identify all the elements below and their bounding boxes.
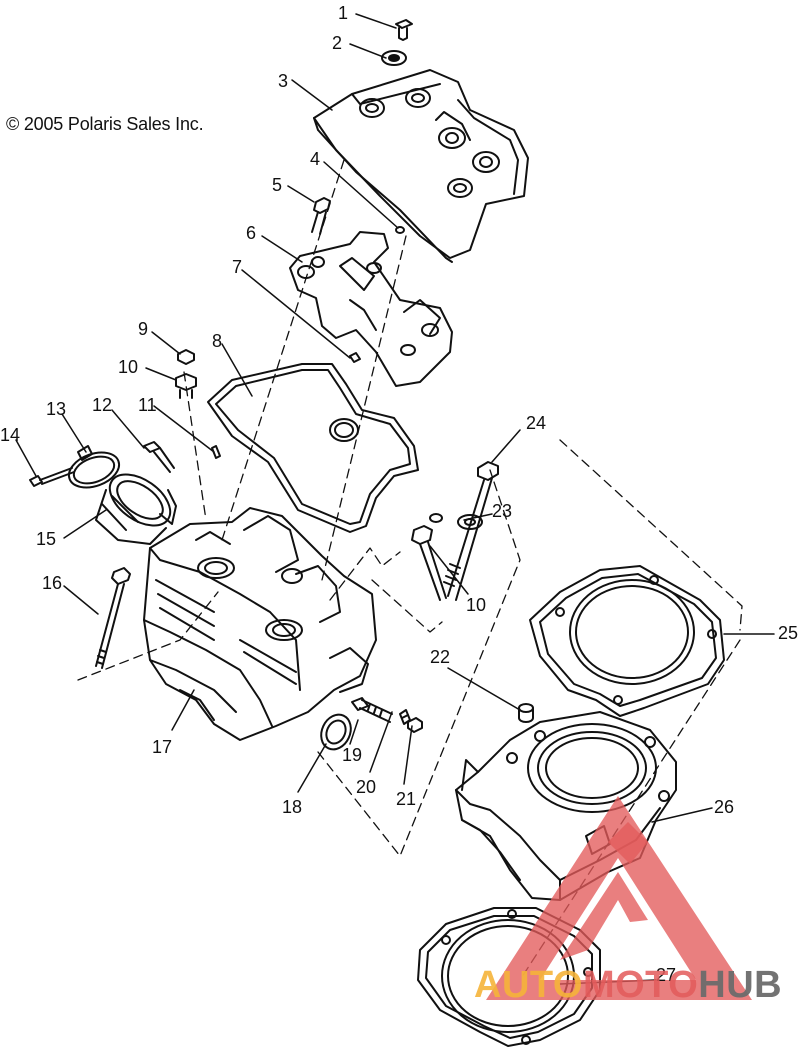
- part-27-gasket: [417, 907, 601, 1047]
- part-7-pin: [349, 352, 361, 363]
- part-10-stud: [175, 373, 197, 399]
- leader-lines: [15, 13, 775, 985]
- copyright-notice: © 2005 Polaris Sales Inc.: [6, 114, 204, 134]
- part-14-bolt: [29, 467, 75, 487]
- callout-10-b: 10: [466, 595, 487, 615]
- part-21-nut: [407, 717, 423, 733]
- callout-7: 7: [232, 257, 243, 277]
- callout-17: 17: [152, 737, 173, 757]
- part-1-screw: [395, 19, 413, 41]
- part-9-nut: [177, 349, 195, 365]
- callout-19: 19: [342, 745, 363, 765]
- callout-18: 18: [282, 797, 303, 817]
- part-8-gasket: [207, 363, 419, 533]
- callout-23: 23: [492, 501, 513, 521]
- callout-11: 11: [138, 395, 157, 415]
- part-24-stud: [443, 461, 499, 601]
- callout-25: 25: [778, 623, 799, 643]
- watermark-wordmark: AUTOMOTOHUB: [474, 966, 782, 1004]
- part-25-gasket: [529, 565, 725, 717]
- callout-24: 24: [526, 413, 547, 433]
- part-5-bolt: [311, 197, 331, 235]
- callout-9: 9: [138, 319, 149, 339]
- callout-22: 22: [430, 647, 451, 667]
- part-17-cylinder-head: [143, 507, 377, 741]
- watermark-part-auto: AUTO: [474, 964, 583, 1006]
- part-6-cam-holder: [289, 231, 453, 387]
- part-18-o-ring: [320, 713, 352, 751]
- watermark-logo: [486, 796, 752, 1000]
- callout-15: 15: [36, 529, 57, 549]
- callout-8: 8: [212, 331, 223, 351]
- callout-16: 16: [42, 573, 63, 593]
- part-13-clamp: [67, 445, 121, 489]
- callout-6: 6: [246, 223, 257, 243]
- callout-12: 12: [92, 395, 113, 415]
- callout-10: 10: [118, 357, 139, 377]
- part-12-bolt: [143, 441, 175, 473]
- callout-20: 20: [356, 777, 377, 797]
- part-10-stud-b: [411, 525, 447, 601]
- callout-21: 21: [396, 789, 417, 809]
- callout-2: 2: [332, 33, 343, 53]
- part-23-washer: [429, 513, 483, 530]
- part-16-long-bolt: [95, 567, 131, 669]
- callout-13: 13: [46, 399, 67, 419]
- part-3-valve-cover: [313, 69, 529, 263]
- watermark-part-moto: MOTO: [582, 964, 699, 1006]
- part-2-grommet: [381, 50, 407, 66]
- part-11-dowel: [211, 445, 221, 459]
- callout-26: 26: [714, 797, 735, 817]
- alignment-dashes: [77, 159, 743, 981]
- callout-5: 5: [272, 175, 283, 195]
- callout-1: 1: [338, 3, 349, 23]
- watermark-part-hub: HUB: [698, 964, 783, 1006]
- part-15-intake-boot: [95, 473, 177, 545]
- callout-4: 4: [310, 149, 321, 169]
- part-19-plug: [351, 697, 393, 723]
- part-4-dowel: [395, 226, 405, 234]
- callout-27: 27: [656, 965, 677, 985]
- part-22-dowel: [518, 703, 534, 723]
- callout-14: 14: [0, 425, 21, 445]
- callout-3: 3: [278, 71, 289, 91]
